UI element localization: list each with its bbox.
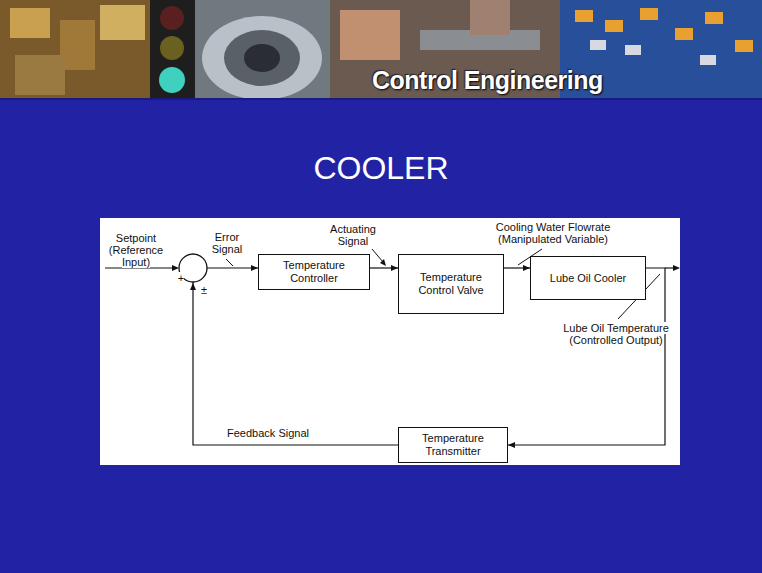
banner-brand-text: Control Engineering <box>372 66 603 95</box>
output-label: Lube Oil Temperature (Controlled Output) <box>563 322 669 346</box>
signal-label-box: Setpoint (Reference Input) <box>103 232 169 268</box>
signal-connector <box>193 268 398 445</box>
signal-label: Setpoint (Reference Input) <box>109 232 163 268</box>
leader-line <box>226 259 233 266</box>
signal-label: Error Signal <box>212 231 243 255</box>
arrow-head <box>190 283 196 290</box>
output-label-box: Lube Oil Temperature (Controlled Output) <box>560 322 672 346</box>
slide-title: COOLER <box>0 150 762 187</box>
arrow-head <box>172 265 179 271</box>
sign-label-box: + <box>176 272 186 284</box>
cooler-box: Lube Oil Cooler <box>530 256 646 300</box>
signal-label-box: Feedback Signal <box>218 427 318 439</box>
signal-label-box: Actuating Signal <box>322 223 384 247</box>
signal-connector <box>370 267 398 268</box>
box-text: Lube Oil Cooler <box>550 272 626 285</box>
sign-label: + <box>178 272 184 284</box>
box-text: Temperature Control Valve <box>404 271 498 297</box>
signal-label: Feedback Signal <box>227 427 309 439</box>
sign-label-box: ± <box>198 284 210 296</box>
signal-connector <box>504 267 530 268</box>
variable-label-box: Cooling Water Flowrate (Manipulated Vari… <box>478 221 628 245</box>
box-text: Temperature Controller <box>264 259 364 285</box>
valve-box: Temperature Control Valve <box>398 254 504 314</box>
sign-label: ± <box>201 284 207 296</box>
arrow-head <box>380 259 386 266</box>
signal-label: Actuating Signal <box>330 223 376 247</box>
controller-box: Temperature Controller <box>258 254 370 290</box>
signal-label-box: Error Signal <box>206 231 248 255</box>
box-text: Temperature Transmitter <box>404 432 502 458</box>
leader-line <box>372 249 383 262</box>
transmitter-box: Temperature Transmitter <box>398 427 508 463</box>
arrow-head <box>673 265 680 271</box>
output-line <box>665 267 674 268</box>
variable-label: Cooling Water Flowrate (Manipulated Vari… <box>496 221 611 245</box>
